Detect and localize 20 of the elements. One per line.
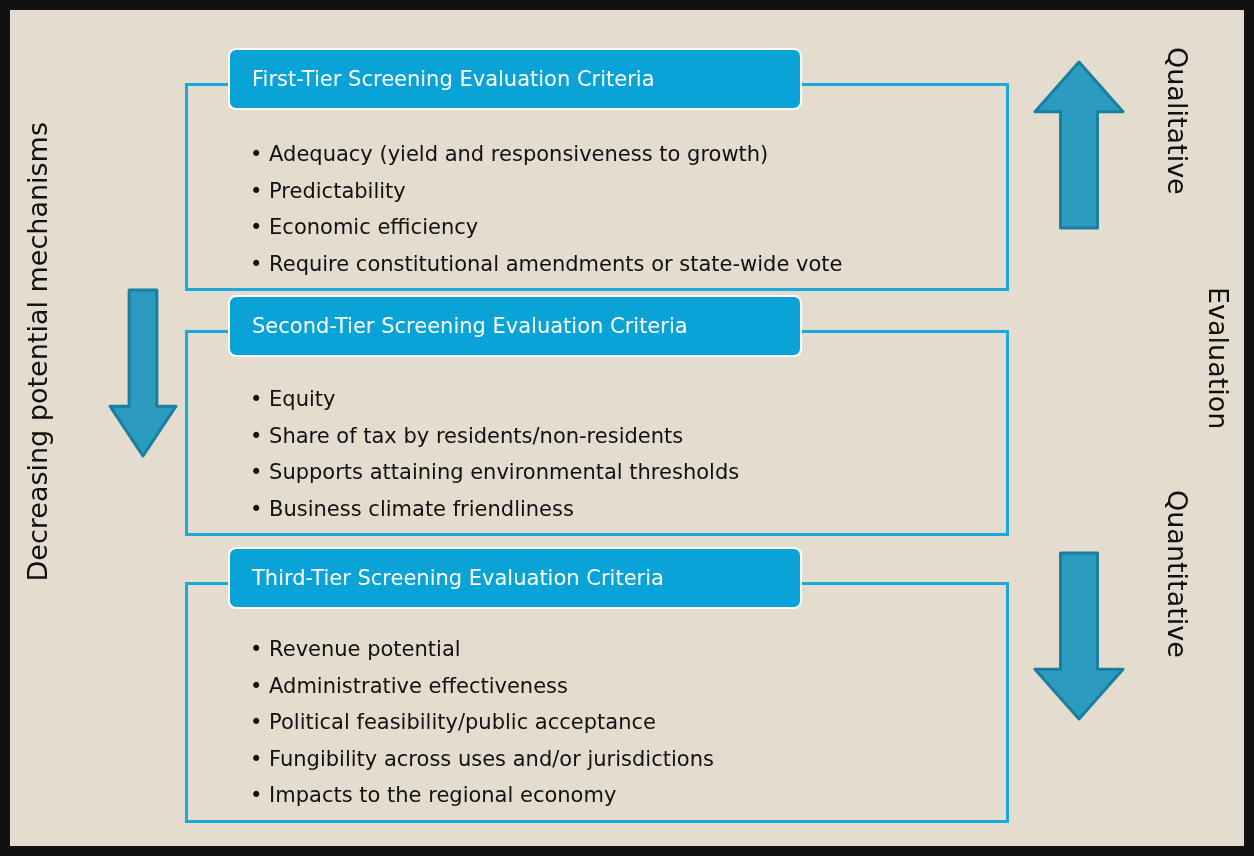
criterion-item: • Require constitutional amendments or state-wide vote [250, 250, 843, 278]
criterion-item: • Political feasibility/public acceptance [250, 709, 657, 736]
axis-label: Qualitative [1162, 47, 1193, 195]
criterion-item: • Administrative effectiveness [250, 672, 569, 700]
panel-heading: Third-Tier Screening Evaluation Criteria [228, 547, 802, 609]
criterion-item: • Revenue potential [250, 636, 462, 663]
criterion-item: • Fungibility across uses and/or jurisdictions [250, 745, 714, 773]
criterion-item: • Economic efficiency [250, 214, 480, 241]
criterion-item: • Adequacy (yield and responsiveness to growth) [250, 141, 770, 168]
axis-label: Quantitative [1162, 490, 1193, 658]
criterion-item: • Business climate friendliness [250, 495, 575, 523]
criterion-item: • Share of tax by residents/non-residents [250, 422, 685, 450]
panel-heading: First-Tier Screening Evaluation Criteria [228, 48, 802, 110]
criterion-item: • Equity [250, 386, 337, 413]
axis-label: Evaluation [1203, 287, 1234, 430]
criterion-item: • Impacts to the regional economy [250, 782, 618, 809]
axis-label: Decreasing potential mechanisms [22, 122, 53, 582]
panel-heading: Second-Tier Screening Evaluation Criteria [228, 295, 802, 357]
criterion-item: • Predictability [250, 177, 407, 205]
criterion-item: • Supports attaining environmental thresholds [250, 459, 740, 486]
